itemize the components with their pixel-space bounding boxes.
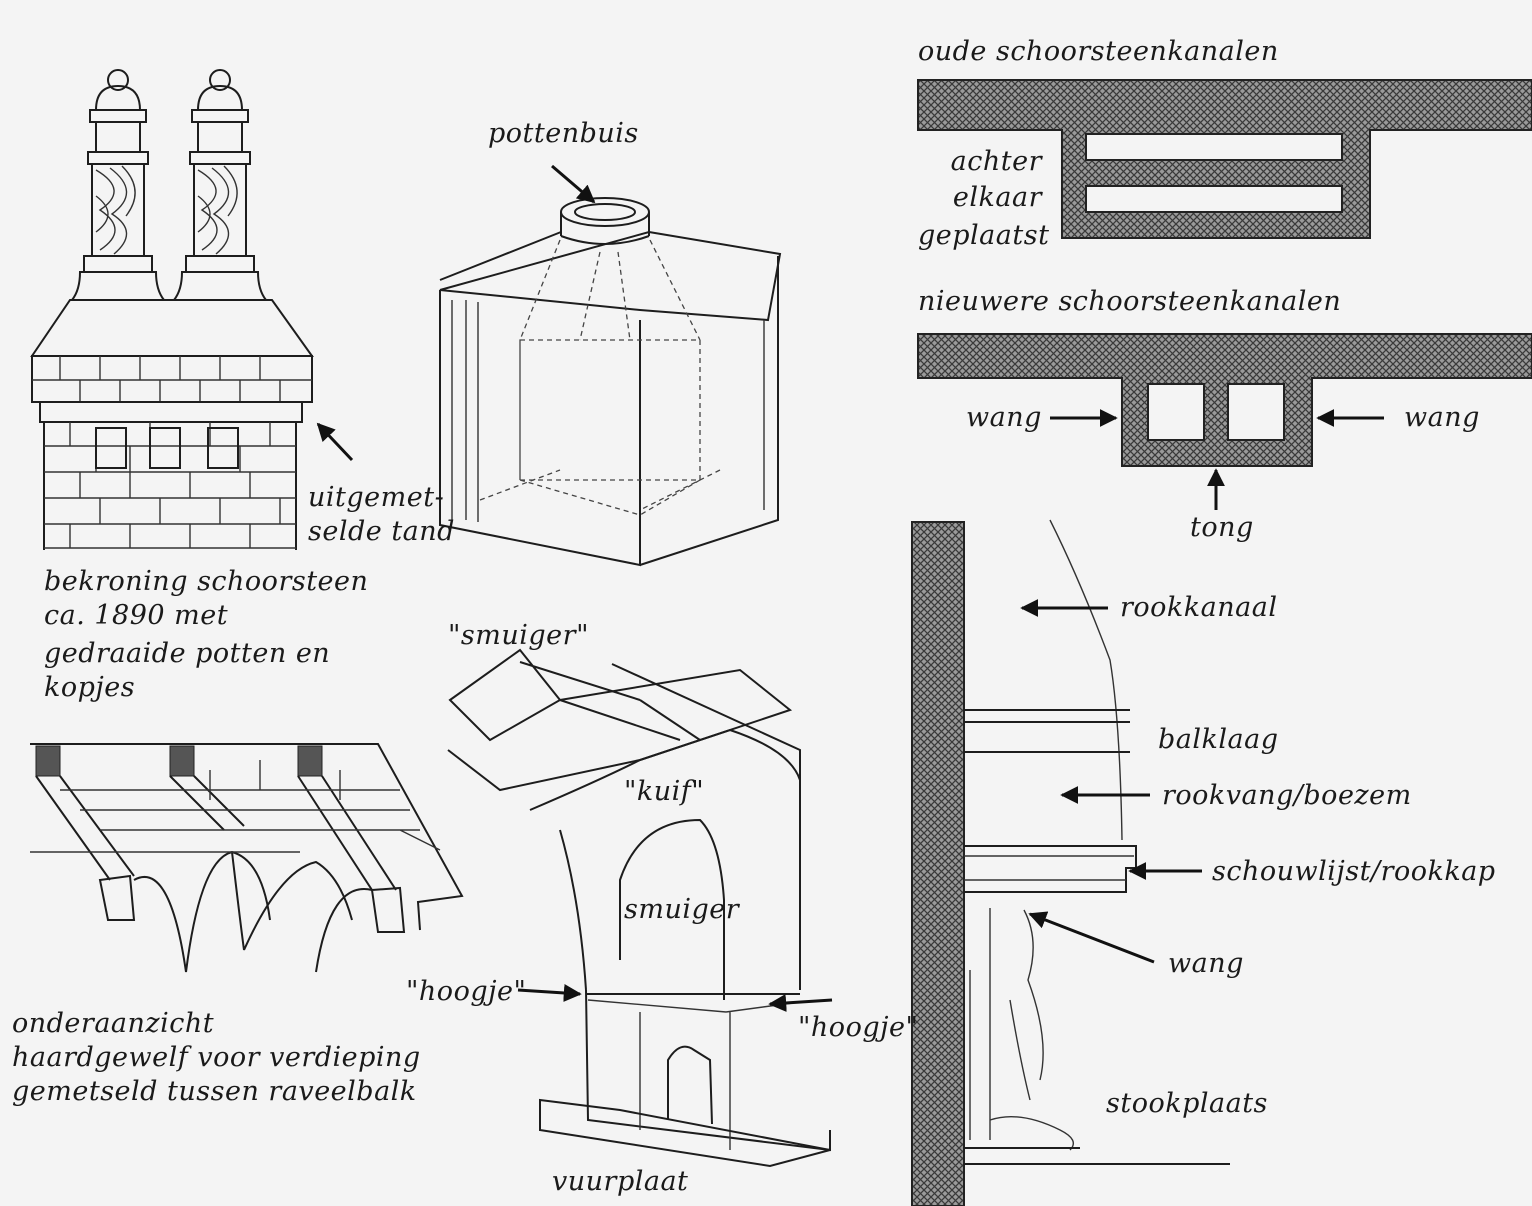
- label-hoogje-right: "hoogje": [798, 1012, 919, 1043]
- label-selde-tand: selde tand: [308, 516, 455, 547]
- nieuwere-kanalen-section: [917, 333, 1532, 467]
- label-smuiger-quote: "smuiger": [448, 620, 589, 651]
- caption-bekroning-3: gedraaide potten en: [44, 638, 331, 669]
- label-geplaatst: geplaatst: [918, 220, 1050, 251]
- arrow-hoogje-right: [768, 993, 833, 1012]
- label-achter: achter: [950, 146, 1042, 177]
- smuiger-drawing: [447, 648, 831, 1168]
- label-pottenbuis: pottenbuis: [488, 118, 639, 149]
- caption-bekroning-2: ca. 1890 met: [44, 600, 229, 631]
- heading-nieuwere-kanalen: nieuwere schoorsteenkanalen: [918, 286, 1342, 317]
- oude-kanalen-section: [917, 79, 1532, 239]
- label-vuurplaat: vuurplaat: [552, 1166, 689, 1197]
- onderaanzicht-drawing: [30, 743, 464, 973]
- caption-onder-2: haardgewelf voor verdieping: [12, 1042, 421, 1073]
- label-kuif: "kuif": [624, 776, 705, 807]
- caption-onder-1: onderaanzicht: [12, 1008, 215, 1039]
- caption-onder-3: gemetseld tussen raveelbalk: [12, 1076, 417, 1107]
- arrow-pottenbuis: [551, 164, 596, 204]
- label-wang-left: wang: [966, 402, 1042, 433]
- label-stookplaats: stookplaats: [1106, 1088, 1268, 1119]
- label-elkaar: elkaar: [952, 182, 1042, 213]
- heading-oude-kanalen: oude schoorsteenkanalen: [918, 36, 1279, 67]
- arrow-uitgemetselde-tand: [316, 422, 354, 462]
- chimney-crown-drawing: [30, 69, 314, 550]
- label-rookvang: rookvang/boezem: [1162, 780, 1412, 811]
- label-wang-fire: wang: [1168, 948, 1244, 979]
- chimney-pot-right: [171, 69, 269, 301]
- label-uitgemet: uitgemet-: [308, 482, 445, 513]
- label-schouwlijst: schouwlijst/rookkap: [1212, 856, 1496, 887]
- label-rookkanaal: rookkanaal: [1120, 592, 1278, 623]
- caption-bekroning-1: bekroning schoorsteen: [44, 566, 369, 597]
- arrow-wang-fire: [1028, 911, 1155, 964]
- pottenbuis-drawing: [439, 197, 782, 567]
- label-tong: tong: [1190, 512, 1254, 543]
- label-smuiger: smuiger: [624, 894, 740, 925]
- arrow-hoogje-left: [517, 983, 582, 1002]
- label-hoogje-left: "hoogje": [406, 976, 527, 1007]
- chimney-pot-left: [69, 69, 167, 301]
- caption-bekroning-4: kopjes: [44, 672, 136, 703]
- label-balklaag: balklaag: [1158, 724, 1279, 755]
- label-wang-right: wang: [1404, 402, 1480, 433]
